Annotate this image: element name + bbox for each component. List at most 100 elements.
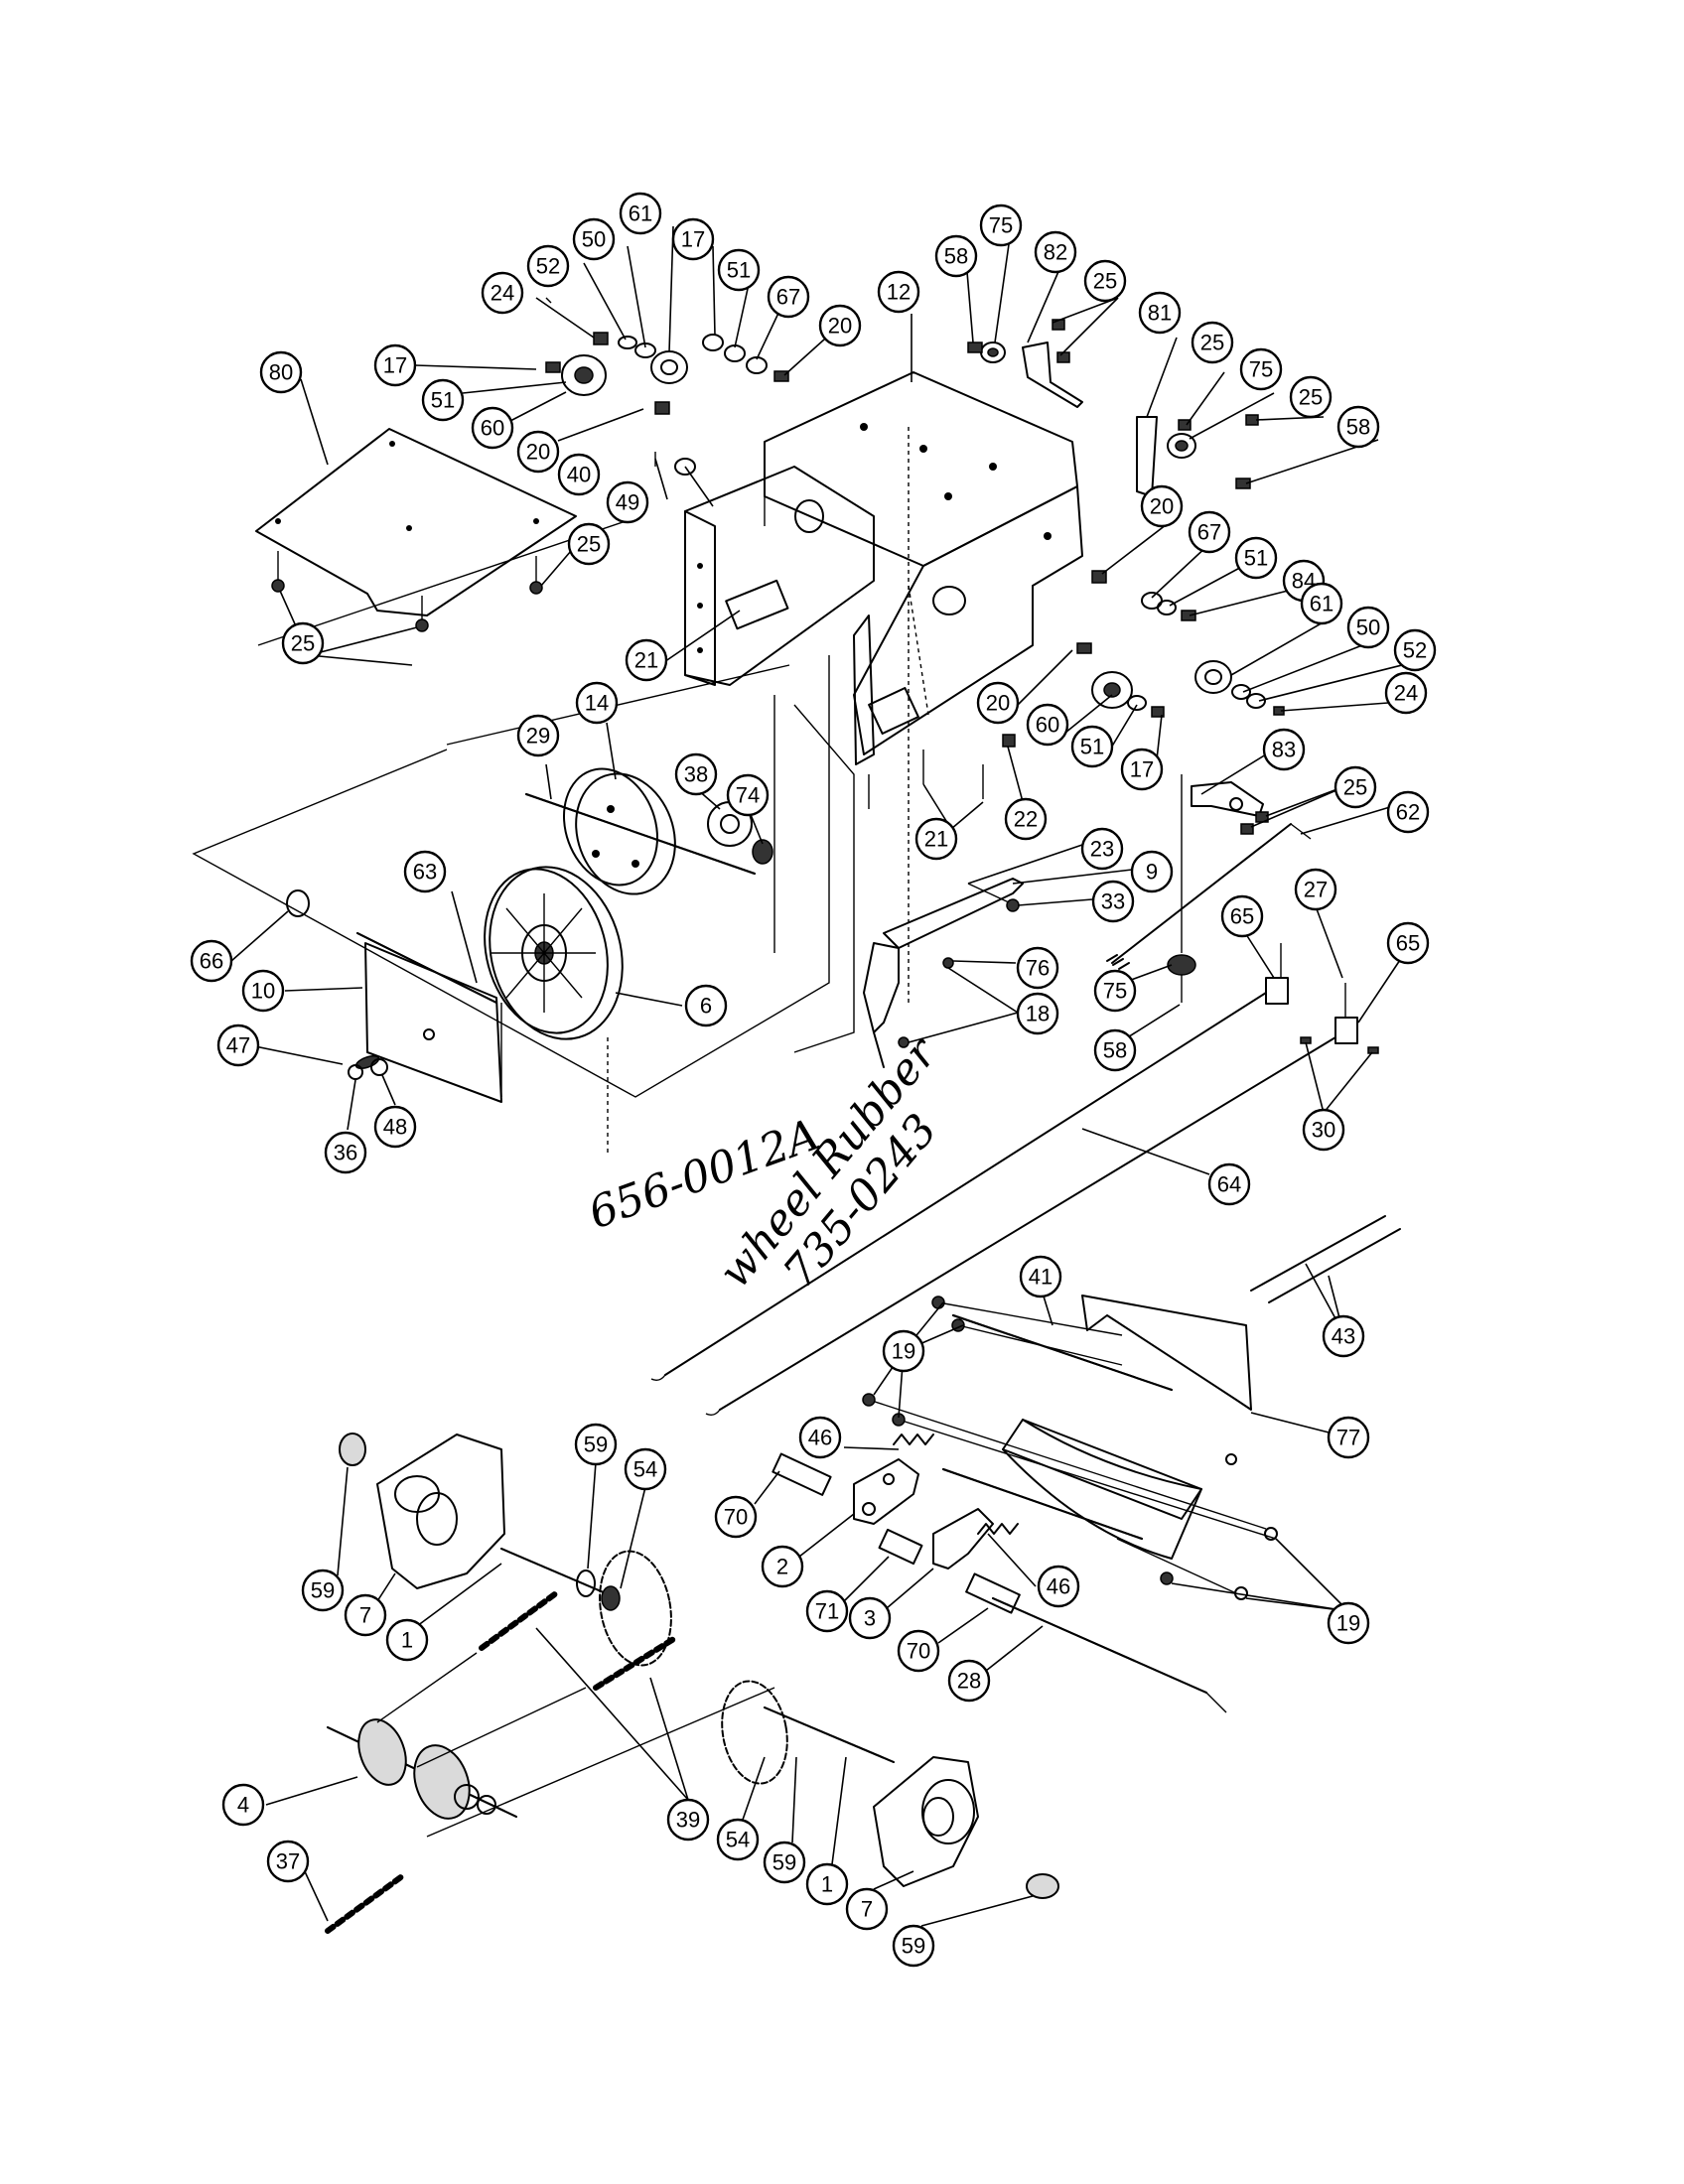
svg-text:74: 74 [736, 783, 760, 808]
svg-text:22: 22 [1014, 807, 1038, 832]
svg-text:75: 75 [1103, 979, 1127, 1004]
svg-text:61: 61 [1310, 592, 1333, 616]
svg-text:60: 60 [1036, 713, 1059, 738]
svg-text:39: 39 [676, 1808, 700, 1833]
handwritten-notes: 656-0012A wheel Rubber 735-0243 [582, 1026, 948, 1297]
svg-text:65: 65 [1230, 904, 1254, 929]
callout-20: 20 [1140, 484, 1184, 528]
callout-52: 52 [1393, 628, 1437, 672]
callout-18: 18 [1016, 992, 1059, 1035]
callout-25: 25 [1333, 765, 1377, 809]
svg-text:41: 41 [1029, 1265, 1052, 1290]
callout-24: 24 [481, 271, 524, 315]
svg-text:25: 25 [1200, 331, 1224, 355]
shield-assembly-part [862, 1295, 1278, 1600]
svg-text:24: 24 [491, 281, 514, 306]
callout-65: 65 [1386, 921, 1430, 965]
callout-75: 75 [979, 204, 1023, 247]
callout-54: 54 [624, 1447, 667, 1491]
callout-20: 20 [976, 681, 1020, 725]
callout-41: 41 [1019, 1255, 1062, 1298]
svg-text:19: 19 [892, 1339, 915, 1364]
friction-wheel-part [286, 866, 624, 1157]
callout-67: 67 [767, 275, 810, 319]
callout-58: 58 [1336, 405, 1380, 449]
callout-21: 21 [914, 817, 958, 861]
svg-text:52: 52 [1403, 638, 1427, 663]
svg-text:4: 4 [237, 1793, 249, 1818]
svg-text:67: 67 [1197, 520, 1221, 545]
svg-text:37: 37 [276, 1849, 300, 1874]
callout-51: 51 [1070, 725, 1114, 768]
callout-17: 17 [373, 343, 417, 387]
callout-25: 25 [1191, 321, 1234, 364]
svg-text:1: 1 [401, 1628, 413, 1653]
svg-text:24: 24 [1394, 681, 1418, 706]
callout-20: 20 [516, 430, 560, 474]
callout-27: 27 [1294, 868, 1337, 911]
callout-25: 25 [1083, 259, 1127, 303]
hardware-part [545, 319, 1285, 835]
svg-text:10: 10 [251, 979, 275, 1004]
svg-text:59: 59 [772, 1850, 796, 1875]
svg-text:18: 18 [1026, 1002, 1050, 1026]
cover-plate-part [255, 428, 577, 632]
svg-text:58: 58 [1103, 1038, 1127, 1063]
callout-28: 28 [947, 1659, 991, 1703]
callout-1: 1 [805, 1862, 849, 1906]
svg-text:51: 51 [1080, 735, 1104, 759]
svg-text:17: 17 [681, 227, 705, 252]
callout-65: 65 [1220, 894, 1264, 938]
callout-3: 3 [848, 1596, 892, 1640]
svg-text:12: 12 [887, 280, 911, 305]
callout-59: 59 [574, 1423, 618, 1466]
callout-23: 23 [1080, 827, 1124, 871]
callout-54: 54 [716, 1818, 760, 1861]
svg-text:83: 83 [1272, 738, 1296, 762]
svg-text:52: 52 [536, 254, 560, 279]
callout-37: 37 [266, 1840, 310, 1883]
callout-51: 51 [421, 378, 465, 422]
left-axle-assembly-part [339, 1433, 672, 1667]
svg-text:7: 7 [359, 1603, 371, 1628]
svg-text:51: 51 [727, 258, 751, 283]
svg-text:76: 76 [1026, 956, 1050, 981]
callout-50: 50 [1346, 606, 1390, 649]
callout-19: 19 [882, 1329, 925, 1373]
svg-text:71: 71 [815, 1599, 839, 1624]
svg-text:17: 17 [1130, 757, 1154, 782]
svg-text:9: 9 [1146, 860, 1158, 885]
callout-76: 76 [1016, 946, 1059, 990]
svg-text:75: 75 [1249, 357, 1273, 382]
svg-text:7: 7 [861, 1897, 873, 1922]
callout-75: 75 [1093, 969, 1137, 1013]
svg-text:59: 59 [584, 1433, 608, 1457]
frame-housing-part [684, 371, 1083, 1003]
svg-text:27: 27 [1304, 878, 1328, 902]
svg-text:25: 25 [577, 532, 601, 557]
svg-text:20: 20 [1150, 494, 1174, 519]
svg-text:58: 58 [1346, 415, 1370, 440]
callout-66: 66 [190, 939, 233, 983]
svg-text:75: 75 [989, 213, 1013, 238]
svg-text:40: 40 [567, 463, 591, 487]
callout-12: 12 [877, 270, 920, 314]
svg-text:54: 54 [633, 1457, 657, 1482]
svg-text:58: 58 [944, 244, 968, 269]
callout-30: 30 [1302, 1108, 1345, 1152]
pivot-axle-part [772, 1433, 1227, 1713]
callout-82: 82 [1034, 230, 1077, 274]
svg-text:63: 63 [413, 860, 437, 885]
callout-46: 46 [1037, 1565, 1080, 1608]
jackshaft-sprocket-part [327, 1718, 517, 1820]
svg-text:25: 25 [1093, 269, 1117, 294]
callout-75: 75 [1239, 347, 1283, 391]
svg-text:59: 59 [311, 1578, 335, 1603]
svg-text:14: 14 [585, 691, 609, 716]
svg-text:67: 67 [776, 285, 800, 310]
callout-49: 49 [606, 480, 649, 524]
callout-83: 83 [1262, 728, 1306, 771]
callout-17: 17 [1120, 748, 1164, 791]
svg-text:21: 21 [924, 827, 948, 852]
callout-36: 36 [324, 1131, 367, 1174]
